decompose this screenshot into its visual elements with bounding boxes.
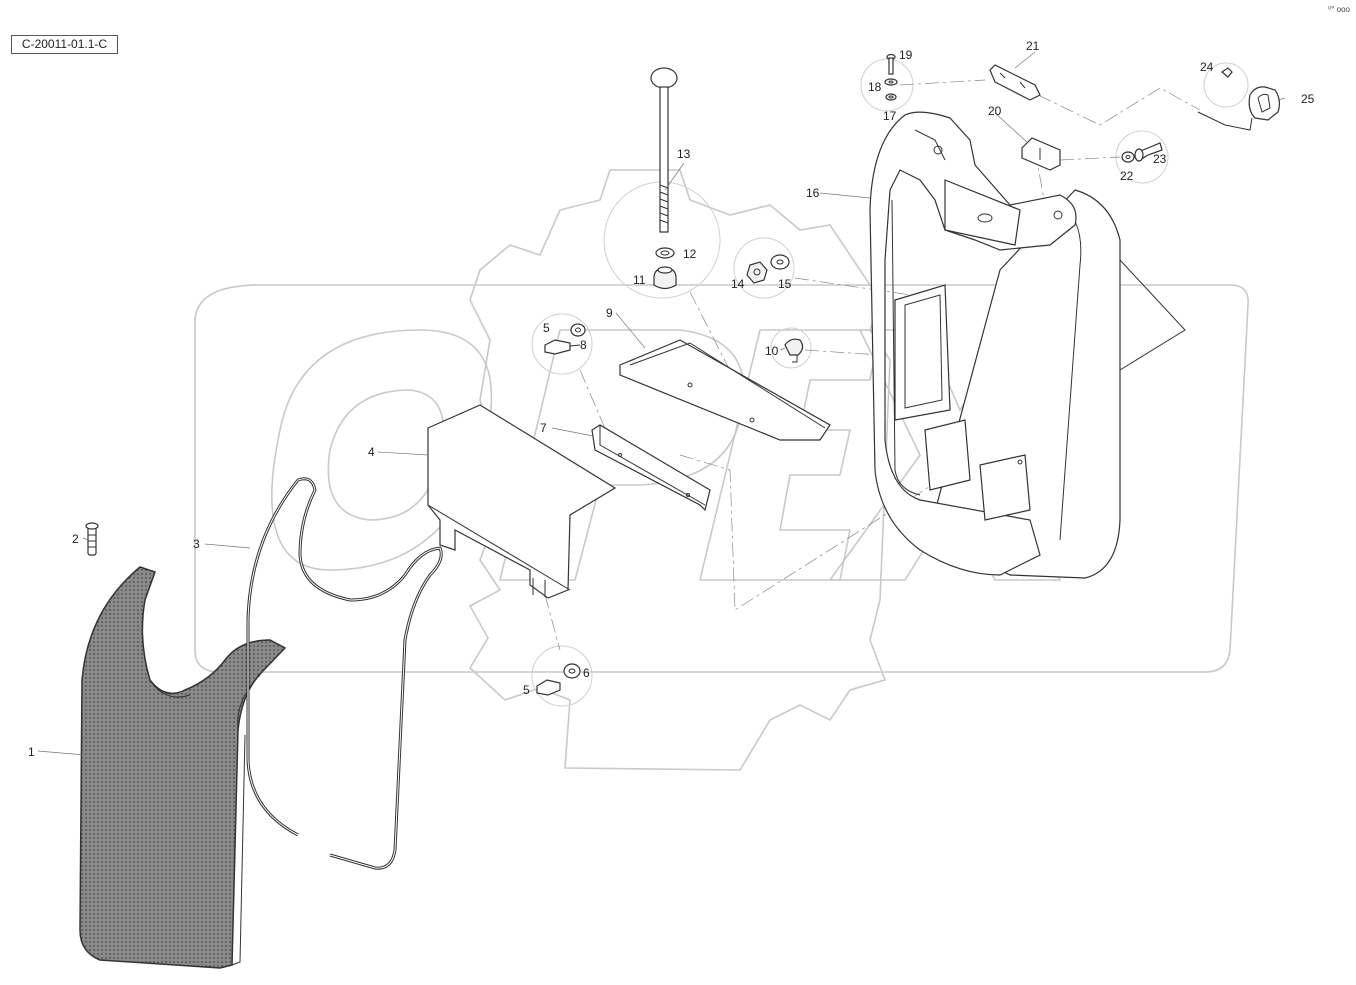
corner-mark: ⁰° ooo	[1328, 5, 1350, 14]
part-14-nut	[746, 261, 768, 284]
part-7-angle-strip	[591, 424, 711, 512]
part-18-washer	[884, 78, 898, 86]
callout-4: 4	[368, 445, 375, 459]
part-1-mud-flap	[79, 566, 287, 969]
callout-10: 10	[765, 344, 779, 358]
part-9-support-channel	[619, 339, 831, 441]
callout-11: 11	[633, 273, 646, 287]
diagram-code: C-20011-01.1-C	[11, 35, 118, 54]
callout-21: 21	[1026, 39, 1040, 53]
callout-22: 22	[1120, 169, 1134, 183]
part-24-screw	[1220, 67, 1233, 78]
part-15-washer	[770, 254, 790, 270]
callout-8: 8	[580, 338, 587, 352]
part-20-bracket	[1021, 137, 1061, 171]
callout-15: 15	[778, 277, 792, 291]
callout-6: 6	[583, 666, 590, 680]
part-10-clip	[784, 338, 804, 363]
part-4-bracket-plate	[427, 404, 617, 599]
callout-13: 13	[677, 147, 691, 161]
callout-labels: 1 2 3 4 5 6 7 8 9 10 11 12 13 14 15 16 1…	[28, 39, 1315, 759]
callout-12: 12	[683, 247, 697, 261]
callout-20: 20	[988, 104, 1002, 118]
callout-16: 16	[806, 186, 820, 200]
part-8-washer-upper	[570, 323, 586, 337]
part-19-screw	[886, 53, 896, 75]
callout-25: 25	[1301, 92, 1315, 106]
callout-7: 7	[540, 421, 547, 435]
part-5-bolt-lower	[536, 679, 561, 696]
callout-18: 18	[868, 80, 882, 94]
leader-lines	[37, 51, 1286, 756]
part-16-fender-housing	[869, 111, 1186, 579]
part-22-washer	[1121, 151, 1135, 163]
callout-14: 14	[731, 277, 745, 291]
callout-23: 23	[1153, 152, 1167, 166]
callout-24: 24	[1200, 60, 1214, 74]
callout-5-upper: 5	[543, 321, 550, 335]
callout-1: 1	[28, 745, 35, 759]
callout-3: 3	[193, 537, 200, 551]
part-12-washer	[655, 247, 675, 259]
part-11-grommet	[653, 266, 677, 290]
callout-19: 19	[899, 48, 913, 62]
part-25-latch	[1197, 86, 1281, 131]
part-13-long-bolt	[650, 67, 678, 233]
callout-2: 2	[72, 532, 79, 546]
part-2-screw	[85, 522, 99, 556]
part-5-bolt-upper	[544, 339, 581, 355]
part-3-edge-trim	[246, 477, 443, 870]
callout-17: 17	[883, 109, 897, 123]
callout-9: 9	[606, 306, 613, 320]
callout-5-lower: 5	[523, 683, 530, 697]
part-23-bolt	[1134, 142, 1163, 162]
part-6-washer-lower	[563, 663, 581, 679]
part-21-bracket	[989, 64, 1041, 101]
part-17-nut	[885, 93, 897, 101]
